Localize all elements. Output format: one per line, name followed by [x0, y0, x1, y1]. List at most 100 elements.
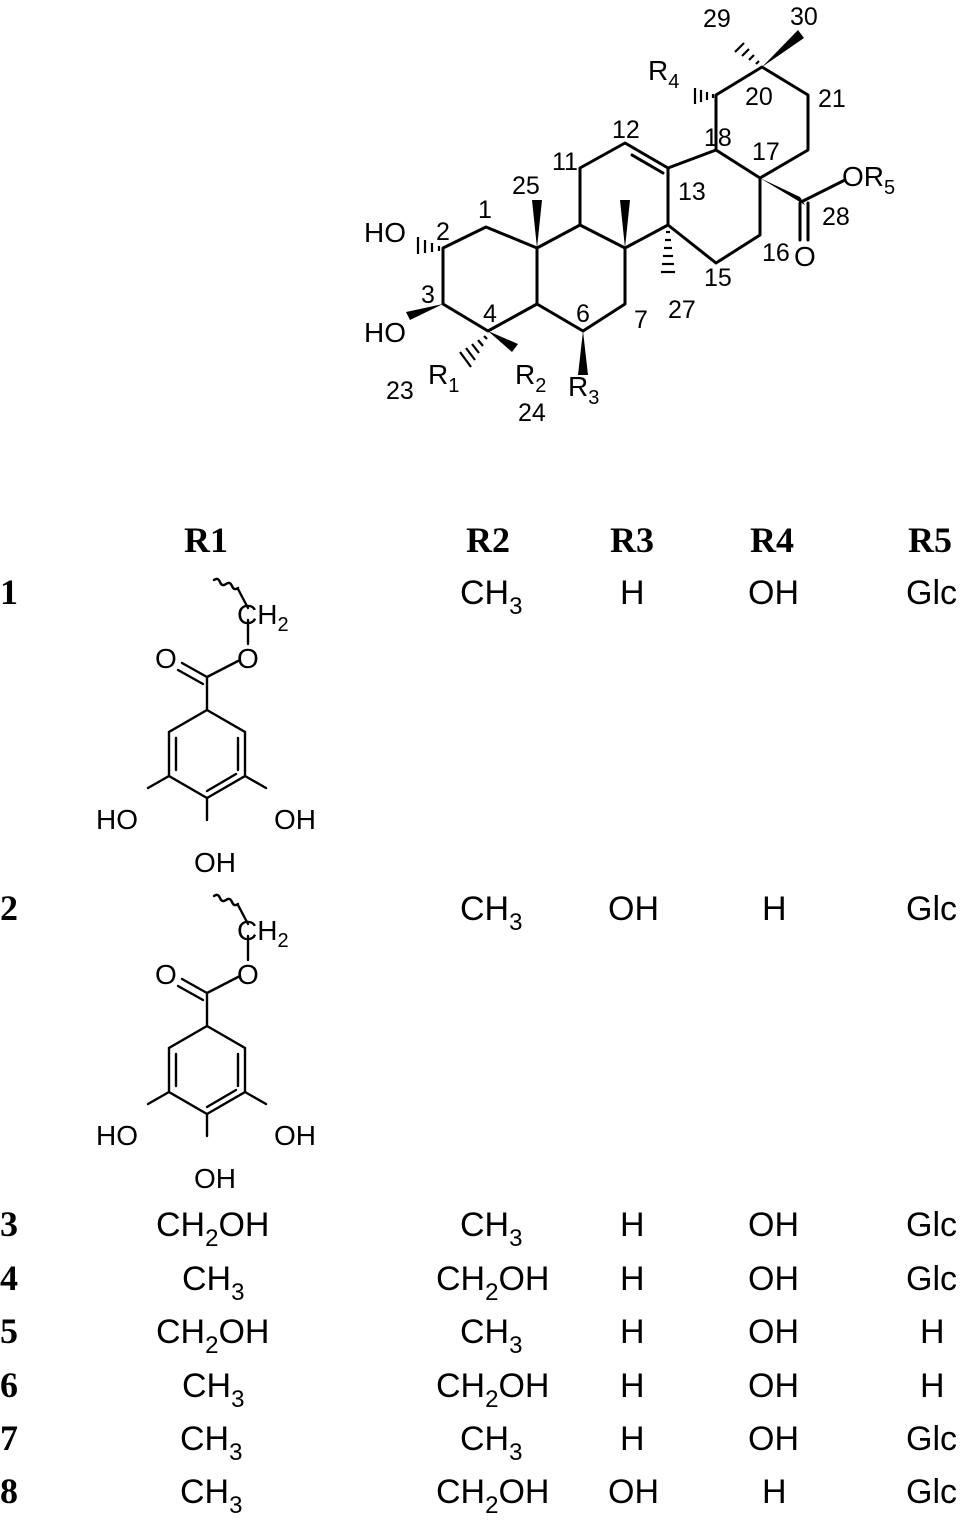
- row4-r1: CH3: [182, 1260, 244, 1306]
- row7-r2: CH3: [460, 1420, 522, 1466]
- header-r1: R1: [184, 520, 228, 560]
- row6-r1: CH3: [182, 1367, 244, 1413]
- atom-number-12: 12: [612, 116, 640, 144]
- c3-hydroxy-label: HO: [364, 317, 406, 348]
- r1-label: R1: [428, 359, 459, 397]
- c28-carbonyl-oxygen: O: [794, 241, 816, 272]
- table-row: 5 CH2OH CH3 H OH H: [0, 1311, 945, 1359]
- galloyl-ester-oxygen: O: [237, 959, 259, 990]
- atom-number-21: 21: [818, 85, 846, 113]
- r1-galloyl-structure-row1: CH2 O O HO OH OH: [96, 577, 316, 878]
- row5-r4: OH: [748, 1313, 799, 1351]
- row3-r2: CH3: [460, 1206, 522, 1252]
- compound-number-6: 6: [0, 1365, 18, 1405]
- r1-galloyl-structure-row2: CH2 O O HO OH OH: [96, 893, 316, 1194]
- galloyl-oh-bottom: OH: [194, 847, 236, 878]
- atom-number-7: 7: [634, 306, 648, 334]
- row7-r4: OH: [748, 1420, 799, 1458]
- row6-r3: H: [620, 1367, 645, 1405]
- row3-r1: CH2OH: [156, 1206, 269, 1252]
- row2-r2: CH3: [460, 890, 522, 936]
- skeleton-substituent-labels: HO HO R1 R2 R3 R4 OR5 O: [364, 55, 895, 409]
- table-row: 7 CH3 CH3 H OH Glc: [0, 1418, 957, 1466]
- atom-number-11: 11: [552, 148, 578, 176]
- row4-r3: H: [620, 1260, 645, 1298]
- atom-number-18: 18: [704, 124, 732, 152]
- row2-r3: OH: [608, 890, 659, 928]
- row2-r5: Glc: [906, 890, 957, 928]
- galloyl-carbonyl-oxygen: O: [155, 959, 177, 990]
- atom-number-29: 29: [703, 5, 731, 33]
- or5-label: OR5: [842, 161, 895, 199]
- atom-number-15: 15: [704, 264, 732, 292]
- table-row: 2 CH2 O O HO OH OH CH3 OH H Glc: [0, 888, 957, 1194]
- galloyl-ho-left: HO: [96, 804, 138, 835]
- row6-r4: OH: [748, 1367, 799, 1405]
- atom-number-27: 27: [668, 296, 696, 324]
- row1-r2: CH3: [460, 574, 522, 620]
- row8-r3: OH: [608, 1473, 659, 1511]
- galloyl-oh-bottom: OH: [194, 1163, 236, 1194]
- galloyl-oh-right: OH: [274, 804, 316, 835]
- row8-r2: CH2OH: [436, 1473, 549, 1519]
- table-row: 4 CH3 CH2OH H OH Glc: [0, 1258, 957, 1306]
- atom-number-4: 4: [483, 300, 497, 328]
- header-r5: R5: [908, 520, 952, 560]
- compound-number-1: 1: [0, 572, 18, 612]
- row3-r5: Glc: [906, 1206, 957, 1244]
- row5-r3: H: [620, 1313, 645, 1351]
- r2-label: R2: [515, 359, 546, 397]
- row3-r3: H: [620, 1206, 645, 1244]
- atom-number-23: 23: [386, 377, 414, 405]
- compound-number-8: 8: [0, 1471, 18, 1511]
- row4-r4: OH: [748, 1260, 799, 1298]
- row3-r4: OH: [748, 1206, 799, 1244]
- atom-number-25: 25: [512, 172, 540, 200]
- table-header-row: R1 R2 R3 R4 R5: [184, 520, 952, 560]
- header-r2: R2: [466, 520, 510, 560]
- atom-number-1: 1: [478, 196, 492, 224]
- row8-r5: Glc: [906, 1473, 957, 1511]
- r3-label: R3: [568, 371, 599, 409]
- atom-number-2: 2: [436, 218, 450, 246]
- galloyl-carbonyl-oxygen: O: [155, 643, 177, 674]
- atom-number-6: 6: [576, 300, 590, 328]
- galloyl-ch2-label: CH2: [237, 915, 289, 952]
- row1-r5: Glc: [906, 574, 957, 612]
- row6-r2: CH2OH: [436, 1367, 549, 1413]
- atom-number-20: 20: [745, 83, 773, 111]
- compound-number-7: 7: [0, 1418, 18, 1458]
- atom-number-17: 17: [752, 138, 780, 166]
- galloyl-ch2-label: CH2: [237, 599, 289, 636]
- c2-hydroxy-label: HO: [364, 217, 406, 248]
- table-row: 1 CH2 O O HO OH OH CH3 H OH Glc: [0, 572, 957, 878]
- row5-r1: CH2OH: [156, 1313, 269, 1359]
- row5-r5: H: [920, 1313, 945, 1351]
- atom-number-3: 3: [421, 281, 435, 309]
- row6-r5: H: [920, 1367, 945, 1405]
- row5-r2: CH3: [460, 1313, 522, 1359]
- row4-r5: Glc: [906, 1260, 957, 1298]
- atom-number-13: 13: [678, 178, 706, 206]
- table-row: 8 CH3 CH2OH OH H Glc: [0, 1471, 957, 1519]
- galloyl-ester-oxygen: O: [237, 643, 259, 674]
- atom-number-24: 24: [518, 399, 546, 427]
- row1-r3: H: [620, 574, 645, 612]
- row1-r4: OH: [748, 574, 799, 612]
- atom-number-28: 28: [822, 203, 850, 231]
- compound-number-3: 3: [0, 1204, 18, 1244]
- row4-r2: CH2OH: [436, 1260, 549, 1306]
- compound-number-5: 5: [0, 1311, 18, 1351]
- header-r4: R4: [750, 520, 794, 560]
- compound-number-2: 2: [0, 888, 18, 928]
- table-row: 6 CH3 CH2OH H OH H: [0, 1365, 945, 1413]
- row7-r5: Glc: [906, 1420, 957, 1458]
- row8-r4: H: [762, 1473, 787, 1511]
- row8-r1: CH3: [180, 1473, 242, 1519]
- header-r3: R3: [610, 520, 654, 560]
- atom-number-16: 16: [762, 239, 790, 267]
- substituent-bonds: [406, 30, 847, 375]
- compound-number-4: 4: [0, 1258, 18, 1298]
- atom-numbers: 1 2 3 4 6 7 11 12 13 15 16 17 18 20 21 2…: [386, 3, 850, 427]
